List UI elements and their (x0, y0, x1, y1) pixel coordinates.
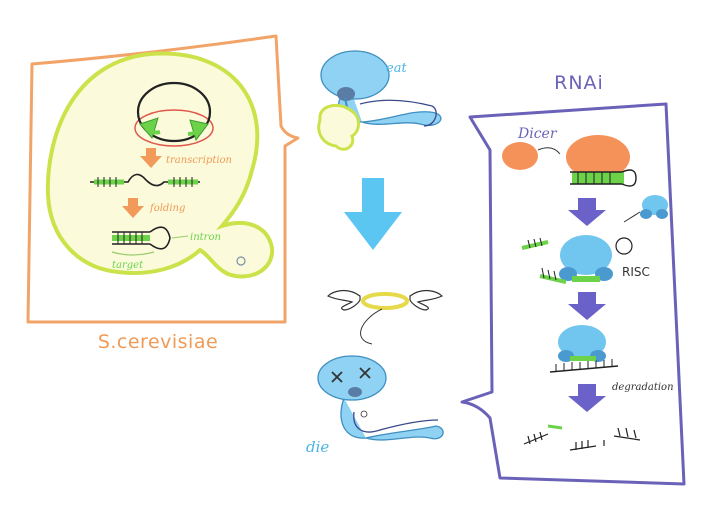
dicer-complex (566, 135, 637, 187)
transcription-arrow (140, 148, 162, 168)
intron-label: intron (190, 232, 221, 243)
bud-ring (236, 256, 246, 266)
rnai-arrow-1 (568, 198, 606, 226)
rnai-panel: RNAi Dicer (460, 72, 686, 486)
worm-column: eat die (306, 50, 444, 456)
yeast-caption: S.cerevisiae (98, 331, 218, 353)
yeast-cell (45, 51, 275, 279)
risc-loading (521, 235, 633, 284)
dicer-label: Dicer (517, 126, 558, 142)
down-arrow (344, 178, 402, 250)
risc-small (623, 195, 668, 223)
folding-label: folding (149, 203, 185, 214)
risc-target (549, 325, 619, 373)
halo-wings (326, 289, 444, 345)
rnai-title: RNAi (554, 72, 604, 94)
eat-label: eat (386, 61, 407, 76)
yeast-panel: transcription folding (26, 34, 300, 353)
transcript-rna (90, 173, 200, 187)
risc-label: RISC (622, 265, 650, 279)
worm-eating (317, 50, 442, 151)
folding-arrow (122, 198, 144, 218)
degraded-fragments (523, 424, 641, 451)
transcription-label: transcription (166, 155, 232, 166)
rnai-arrow-2 (568, 292, 606, 320)
hairpin-rna (111, 226, 189, 256)
degradation-label: degradation (612, 382, 674, 393)
die-label: die (306, 438, 329, 456)
rnai-frame (460, 102, 686, 486)
target-label: target (112, 260, 144, 271)
dicer-small (502, 142, 538, 170)
plasmid (134, 81, 214, 147)
rnai-arrow-3 (568, 384, 606, 412)
yeast-frame (26, 34, 300, 324)
worm-dead (317, 355, 444, 441)
